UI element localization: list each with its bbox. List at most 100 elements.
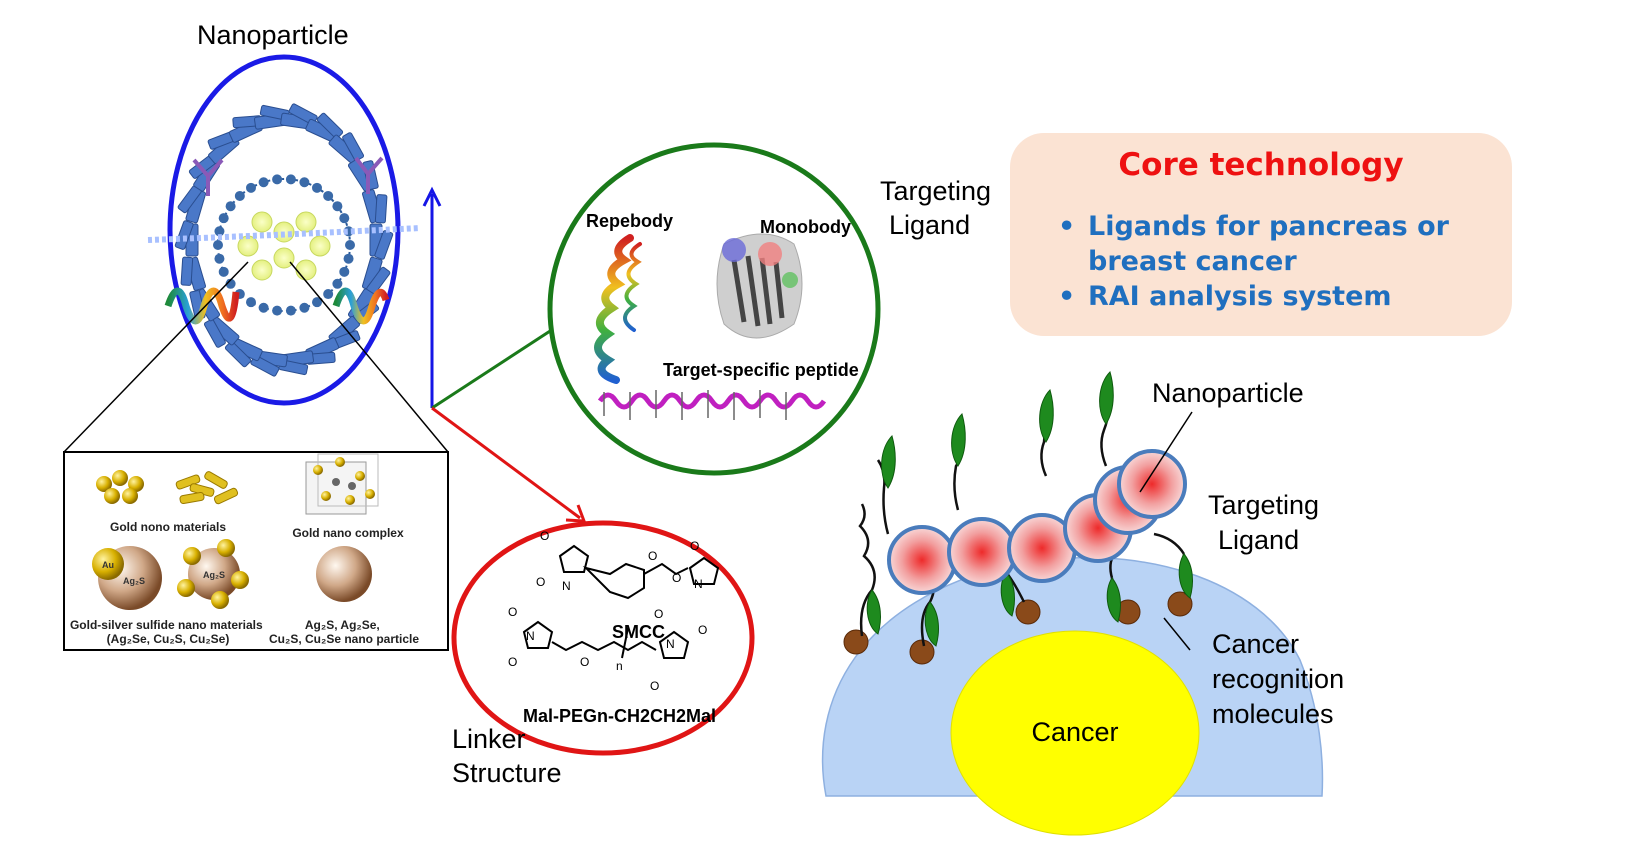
gold-nano-spheres (96, 470, 144, 504)
core-sphere (295, 259, 317, 281)
svg-text:N: N (562, 579, 571, 593)
lipid-bead (218, 266, 229, 277)
targeting-ligands (858, 371, 1193, 647)
blue-arrow (422, 186, 442, 408)
lipid-bead (246, 182, 256, 193)
targeting-ligand-label: Targeting Ligand (880, 176, 999, 240)
core-technology-title: Core technology (1118, 147, 1404, 183)
gold-nano-rods (175, 471, 239, 505)
bullet-icon: • (1058, 281, 1076, 312)
nanoparticle-illustration (147, 54, 421, 406)
lipid-bead (272, 174, 283, 185)
core-sphere (251, 259, 273, 281)
ag2s-label: Ag₂S (123, 576, 145, 586)
red-arrow (431, 406, 587, 523)
ligand-leaf (1106, 577, 1121, 623)
gold-silver-sulfide-label: Gold-silver sulfide nano materials (Ag₂S… (70, 618, 266, 646)
core-sphere (309, 235, 331, 257)
smcc-atom-labels: O N O O O N O O O N O O n O N O (508, 529, 707, 693)
linker-circle (451, 520, 755, 756)
lipid-bead (285, 174, 296, 185)
ag2s-particles-label: Ag₂S, Ag₂Se, Cu₂S, Cu₂Se nano particle (269, 618, 419, 646)
ligand-leaf (1000, 571, 1015, 617)
core-sphere (273, 247, 295, 269)
shell-flake (374, 194, 388, 224)
svg-text:N: N (694, 577, 703, 591)
ligand-leaf (924, 601, 939, 647)
repebody-structure (594, 234, 642, 384)
cell-nanoparticle (947, 517, 1017, 587)
peptide-structure (597, 390, 827, 420)
shell-flake (180, 256, 194, 286)
lipid-bead (225, 201, 236, 212)
mal-peg-label: Mal-PEGn-CH2CH2Mal (523, 706, 716, 726)
core-item-ligands: • Ligands for pancreas or breast cancer (1058, 209, 1449, 279)
svg-text:N: N (526, 629, 535, 643)
lipid-bead (285, 305, 296, 316)
lipid-bead (339, 266, 350, 277)
au-label: Au (102, 560, 114, 570)
recognition-pointer (1163, 617, 1191, 651)
bullet-icon: • (1058, 211, 1076, 242)
shell-flake (342, 132, 365, 162)
lipid-bead (343, 253, 354, 264)
receptor-dot (843, 629, 869, 655)
repebody-label: Repebody (586, 211, 673, 231)
receptor-dot (1167, 591, 1193, 617)
lipid-bead (214, 226, 225, 237)
shell-flake (224, 341, 252, 368)
lipid-bead (323, 190, 334, 201)
lipid-bead (225, 278, 236, 289)
svg-text:n: n (616, 659, 623, 673)
target-specific-peptide-label: Target-specific peptide (663, 360, 859, 380)
svg-text:O: O (698, 623, 707, 637)
lipid-bead (272, 305, 283, 316)
svg-text:O: O (690, 539, 699, 553)
shell-flake (362, 160, 379, 190)
ligand-leaf (1178, 553, 1193, 599)
core-technology-box: Core technology • Ligands for pancreas o… (1010, 133, 1512, 336)
lipid-bead (218, 213, 229, 224)
ligand-leaf (866, 589, 881, 635)
smcc-label: SMCC (612, 622, 665, 642)
shell-flake (174, 220, 194, 250)
svg-text:O: O (508, 655, 517, 669)
lipid-bead (299, 302, 310, 313)
cancer-label: Cancer (1031, 717, 1118, 747)
ag2s-label-2: Ag₂S (203, 570, 225, 580)
lipid-bead (213, 240, 223, 250)
ligand-leaf (1039, 389, 1054, 443)
svg-text:O: O (650, 679, 659, 693)
svg-text:O: O (536, 575, 545, 589)
shell-flake (203, 318, 226, 348)
nanoparticle-pointer (1139, 411, 1193, 493)
svg-text:O: O (580, 655, 589, 669)
monobody-label: Monobody (760, 217, 851, 237)
svg-text:O: O (540, 529, 549, 543)
svg-text:N: N (666, 637, 675, 651)
lipid-bead (258, 302, 269, 313)
ag2s-nano-particle (316, 546, 372, 602)
gold-nano-complex-label: Gold nano complex (292, 526, 404, 540)
svg-text:O: O (672, 571, 681, 585)
lipid-bead (312, 297, 322, 308)
cell-nanoparticle (887, 525, 957, 595)
lipid-bead (312, 182, 322, 193)
cell-nanoparticle (1117, 449, 1187, 519)
gold-silver-sulfide-particles: Au Ag₂S Ag₂S (92, 539, 249, 610)
ligand-leaf (881, 435, 896, 489)
core-technology-list: • Ligands for pancreas or breast cancer … (1058, 209, 1449, 314)
receptor-dot (909, 639, 935, 665)
cancer-recognition-label: Cancer recognition molecules (1212, 629, 1352, 729)
ligand-leaf (1099, 371, 1114, 425)
core-sphere (251, 211, 273, 233)
lipid-bead (332, 201, 343, 212)
svg-text:O: O (648, 549, 657, 563)
lipid-bead (246, 297, 256, 308)
receptor-dot (1015, 599, 1041, 625)
nanoparticle-cell-label: Nanoparticle (1152, 378, 1304, 408)
targeting-ligand-cell-label: Targeting Ligand (1208, 490, 1327, 555)
linker-structure-label: Linker Structure (452, 724, 562, 788)
lipid-bead (345, 240, 355, 250)
